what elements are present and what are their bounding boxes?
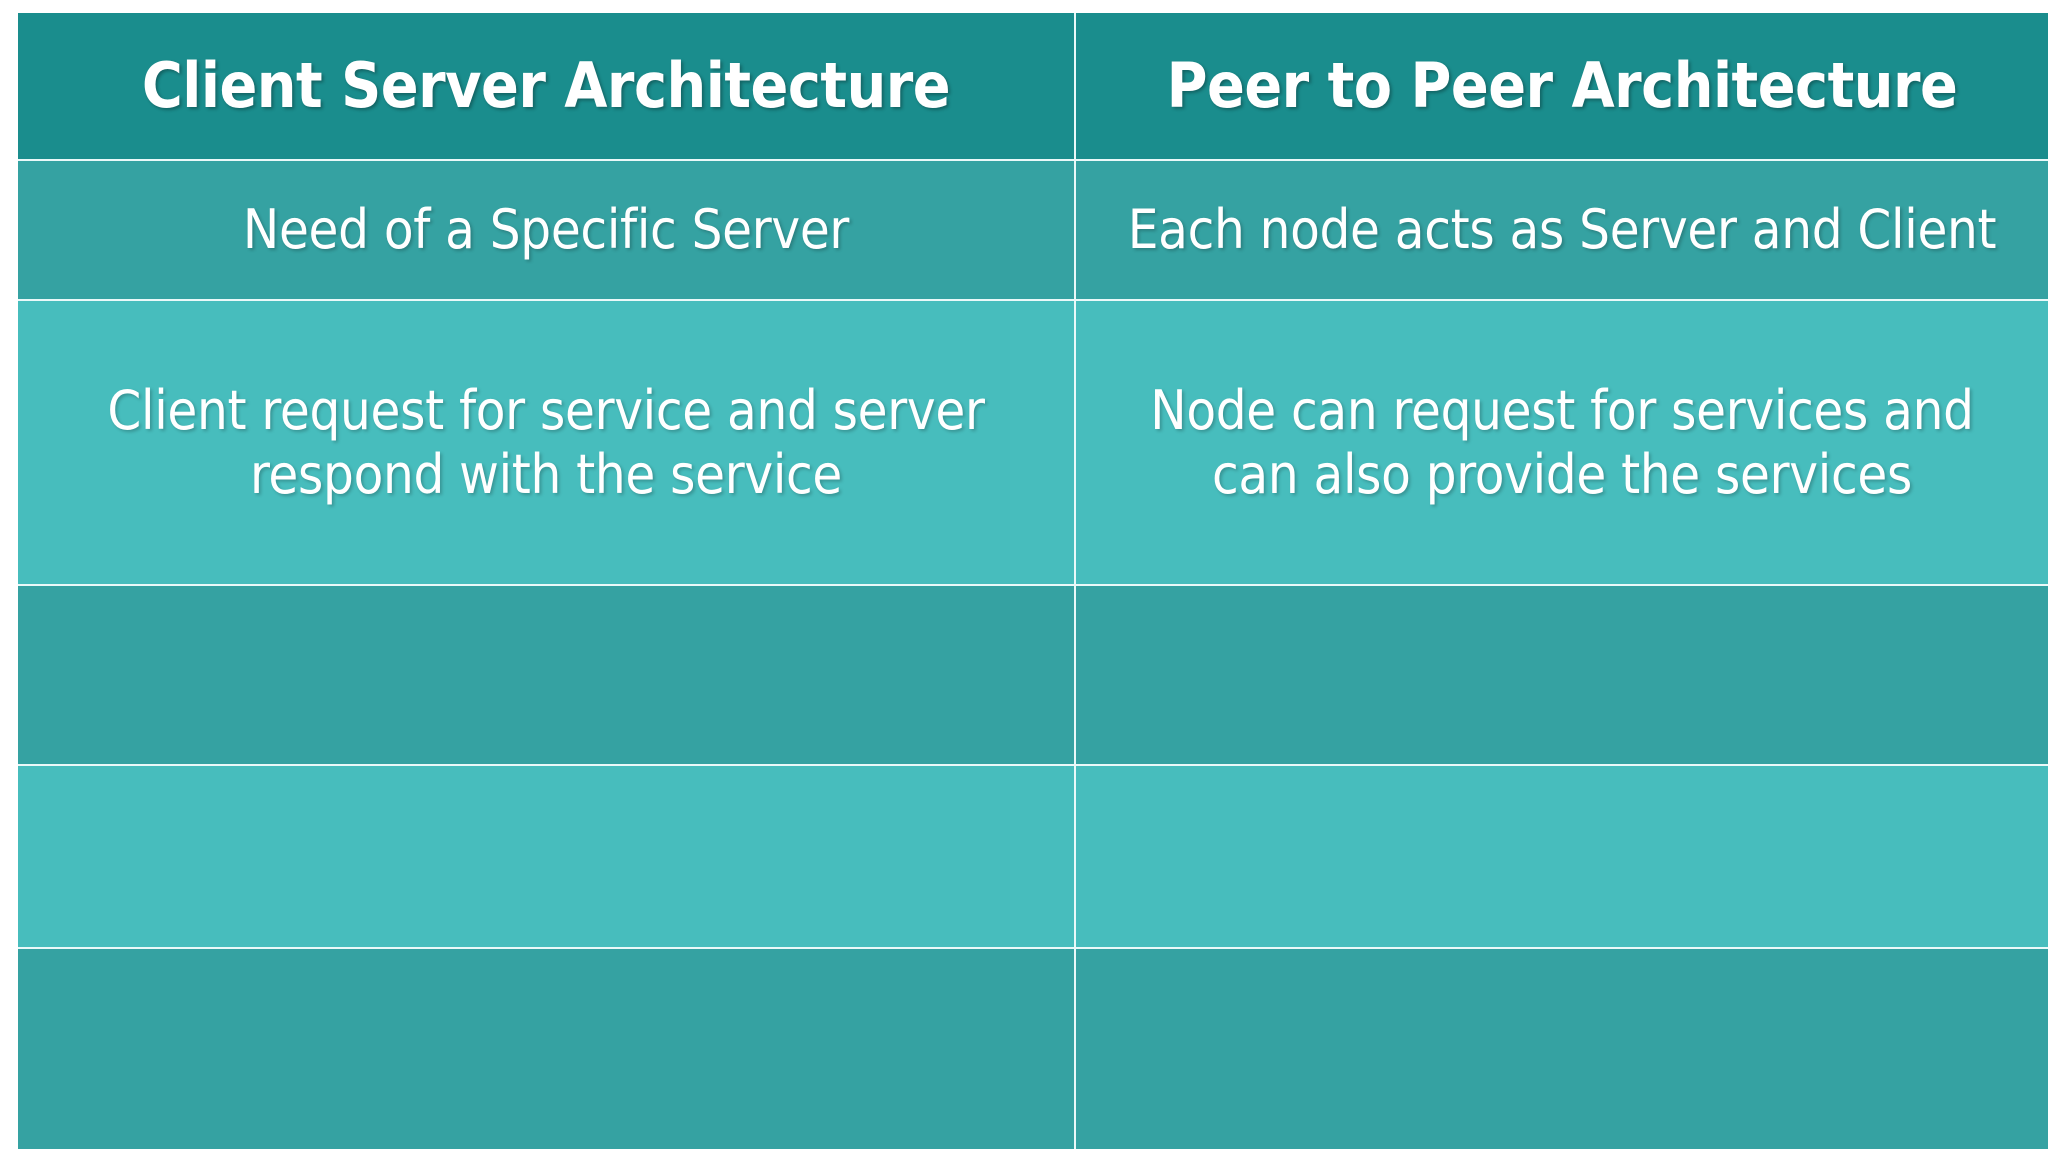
cell-peer-to-peer-5	[1076, 949, 2048, 1149]
cell-peer-to-peer-1: Each node acts as Server and Client	[1076, 161, 2048, 301]
cell-client-server-4	[18, 766, 1076, 949]
cell-client-server-2: Client request for service and server re…	[18, 301, 1076, 586]
cell-text: Need of a Specific Server	[242, 198, 850, 262]
table-header-row: Client Server Architecture Peer to Peer …	[18, 13, 2048, 161]
cell-peer-to-peer-4	[1076, 766, 2048, 949]
cell-text: Node can request for services and can al…	[1150, 378, 1974, 506]
table-row	[18, 766, 2048, 949]
table-row: Need of a Specific Server Each node acts…	[18, 161, 2048, 301]
column-header-client-server: Client Server Architecture	[18, 13, 1076, 161]
cell-client-server-1: Need of a Specific Server	[18, 161, 1076, 301]
comparison-table: Client Server Architecture Peer to Peer …	[18, 13, 2048, 1149]
table-row	[18, 949, 2048, 1149]
table-row	[18, 586, 2048, 766]
table-body: Need of a Specific Server Each node acts…	[18, 161, 2048, 1149]
cell-client-server-3	[18, 586, 1076, 766]
cell-client-server-5	[18, 949, 1076, 1149]
cell-peer-to-peer-3	[1076, 586, 2048, 766]
cell-text: Each node acts as Server and Client	[1127, 198, 1997, 262]
table-row: Client request for service and server re…	[18, 301, 2048, 586]
table-header: Client Server Architecture Peer to Peer …	[18, 13, 2048, 161]
cell-peer-to-peer-2: Node can request for services and can al…	[1076, 301, 2048, 586]
cell-text: Client request for service and server re…	[107, 378, 985, 506]
column-header-peer-to-peer: Peer to Peer Architecture	[1076, 13, 2048, 161]
